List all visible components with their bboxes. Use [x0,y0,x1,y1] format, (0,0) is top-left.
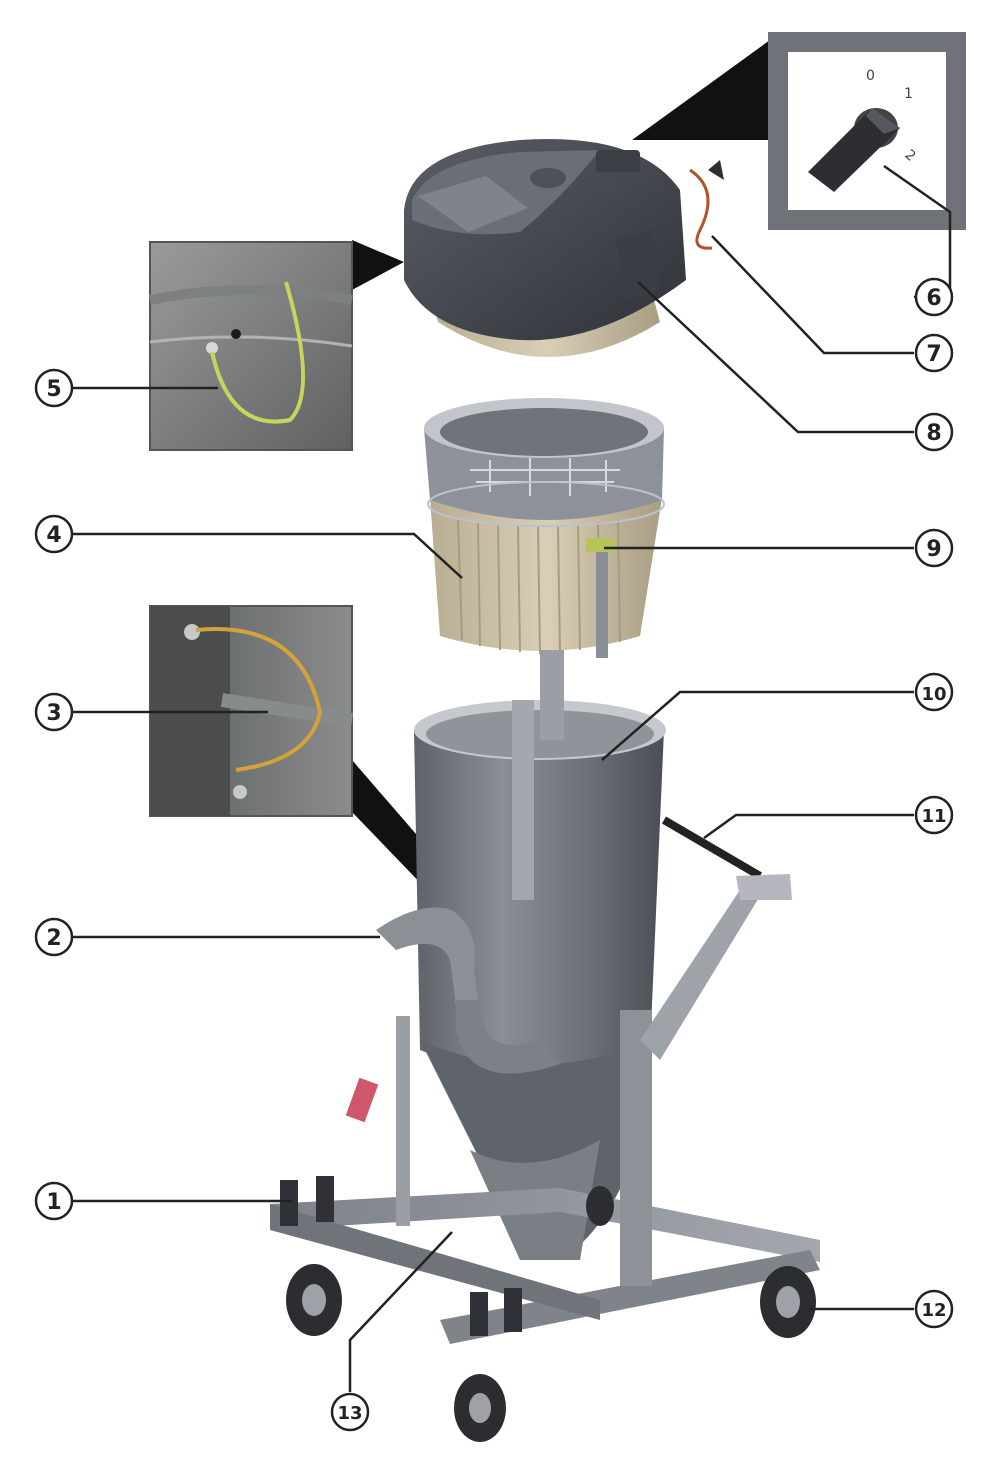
leader-4 [72,532,463,579]
callout-6: 6 [914,277,954,317]
cart-frame [270,874,820,1344]
leader-13 [348,1231,453,1392]
callout-9-label: 9 [926,537,941,562]
callout-8: 8 [914,412,954,452]
leader-8 [637,281,914,434]
switch-position-1: 1 [904,86,913,102]
callout-7: 7 [914,333,954,373]
switch-position-0: 0 [866,68,875,84]
callout-7-label: 7 [926,342,941,367]
callout-11: 11 [914,795,954,835]
callout-3-label: 3 [46,701,61,726]
callout-5: 5 [34,368,74,408]
callout-10-label: 10 [921,684,946,705]
callout-4-label: 4 [46,523,61,548]
callout-12-label: 12 [921,1300,946,1321]
callout-3: 3 [34,692,74,732]
switch-inset: 0 1 2 [632,32,966,230]
callout-13-label: 13 [337,1403,362,1424]
motor-head [404,139,724,357]
rotary-switch [808,108,900,192]
callout-9: 9 [914,528,954,568]
callout-10: 10 [914,672,954,712]
callout-13: 13 [330,1392,370,1432]
filter-basket [424,398,665,658]
leader-lines [72,164,952,1392]
inset-top-pointer [352,240,404,290]
callout-11-label: 11 [921,806,946,827]
switch-inset-pointer [632,40,770,140]
callout-6-label: 6 [926,286,941,311]
callout-12: 12 [914,1289,954,1329]
ground-cable-inset-top [149,240,404,451]
leader-11 [703,813,914,840]
inset-top-photo [149,241,353,451]
callout-1-label: 1 [46,1190,61,1215]
callout-8-label: 8 [926,421,941,446]
callout-2: 2 [34,917,74,957]
callout-2-label: 2 [46,926,61,951]
callout-4: 4 [34,514,74,554]
leader-10 [601,690,914,761]
callout-5-label: 5 [46,377,61,402]
callout-1: 1 [34,1181,74,1221]
castor-wheels [286,1186,816,1442]
leader-7 [711,235,914,355]
